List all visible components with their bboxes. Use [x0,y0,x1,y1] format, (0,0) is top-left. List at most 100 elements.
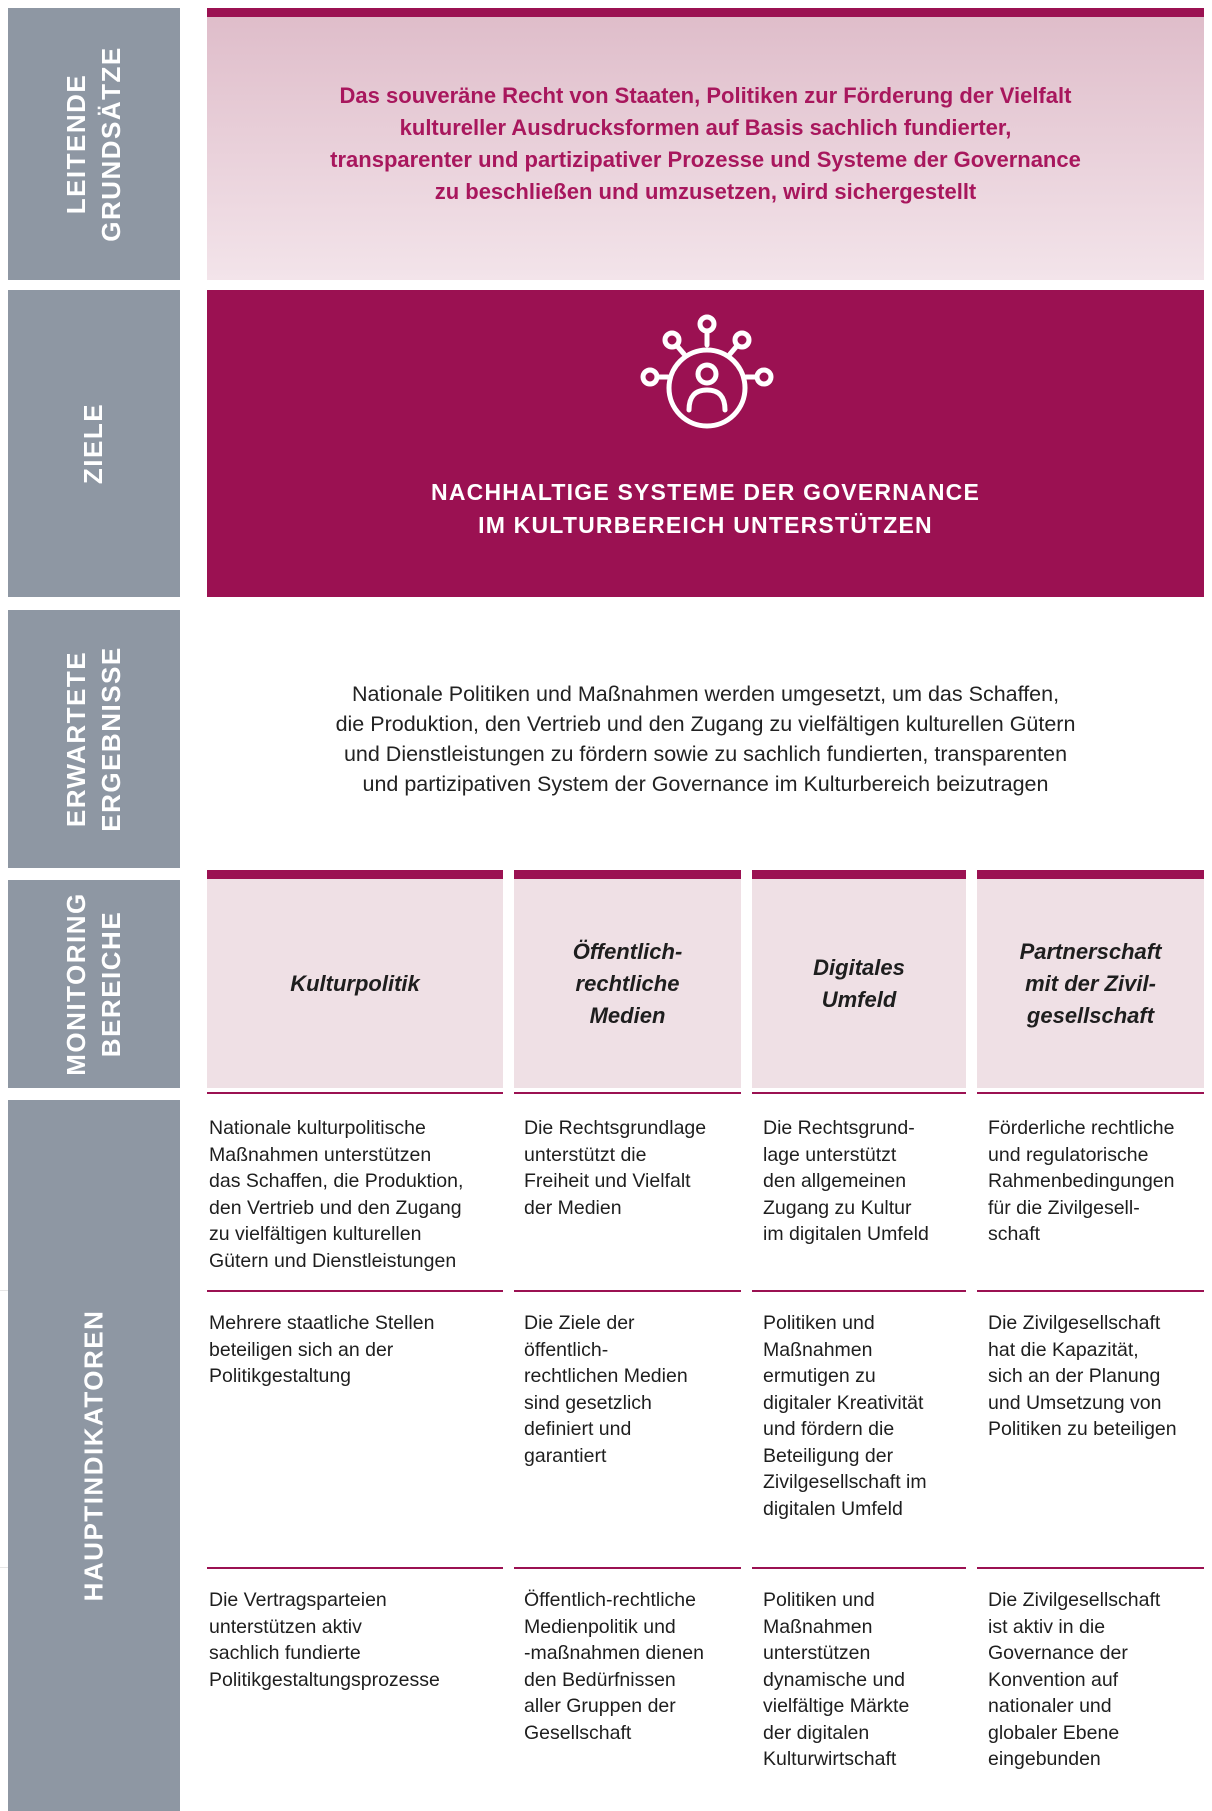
monitoring-area-label: Partnerschaft mit der Zivil-gesellschaft [1020,936,1162,1032]
text-line: mit der Zivil- [1025,970,1156,996]
text-line: Die Rechtsgrund- [763,1117,915,1139]
text-line: dynamische und [763,1668,906,1691]
text-line: Zivilgesellschaft im [763,1471,927,1493]
text-line: öffentlich- [524,1338,609,1361]
text-line: sich an der Planung [988,1365,1161,1387]
text-line: Rahmenbedingungen [988,1170,1175,1192]
text-line: nationaler und [988,1695,1112,1717]
text-line: Governance der [988,1642,1128,1664]
row-divider [207,1290,503,1292]
text-line: der Medien [524,1196,622,1219]
row-divider [752,1290,966,1292]
text-line: Medien [589,1002,666,1028]
text-line: Maßnahmen unterstützen [209,1143,432,1166]
text-line: unterstützen aktiv [209,1615,362,1638]
text-line: Umfeld [821,986,897,1012]
text-line: ZIELE [78,402,109,485]
monitoring-area-cultural-policy: Kulturpolitik [207,870,503,1088]
text-line: Die Zivilgesellschaft [988,1312,1161,1334]
divider [0,1290,8,1291]
text-line: vielfältige Märkte [763,1695,910,1717]
text-line: definiert und [524,1418,632,1440]
text-line: digitaler Kreativität [763,1391,924,1414]
text-line: Öffentlich- [572,938,683,964]
text-line: Die Rechtsgrundlage [524,1117,707,1139]
text-line: Freiheit und Vielfalt [524,1170,691,1192]
text-line: für die Zivilgesell- [988,1196,1140,1219]
text-line: Partnerschaft [1019,938,1162,964]
row-divider [977,1092,1204,1094]
text-line: Die Ziele der [524,1312,635,1334]
guiding-principles-text: Das souveräne Recht von Staaten, Politik… [330,80,1081,208]
text-line: GRUNDSÄTZE [96,46,126,242]
governance-network-icon [640,314,774,429]
text-line: NACHHALTIGE SYSTEME DER GOVERNANCE [431,479,980,505]
text-line: die Produktion, den Vertrieb und den Zug… [335,712,1076,736]
text-line: das Schaffen, die Produktion, [209,1170,464,1192]
text-line: Öffentlich-rechtliche [524,1589,696,1611]
row-divider [207,1567,503,1569]
text-line: eingebunden [988,1748,1101,1770]
text-line: Politikgestaltungsprozesse [209,1668,440,1691]
expected-results-text: Nationale Politiken und Maßnahmen werden… [336,679,1076,799]
row-divider [977,1290,1204,1292]
text-line: ist aktiv in die [988,1615,1106,1638]
text-line: Konvention auf [988,1668,1119,1691]
monitoring-area-label: Kulturpolitik [290,968,420,1000]
text-line: Die Zivilgesellschaft [988,1589,1161,1611]
text-line: Nationale kulturpolitische [209,1117,426,1139]
text-line: garantiert [524,1444,607,1467]
text-line: und regulatorische [988,1143,1149,1166]
text-line: Politiken und [763,1312,875,1334]
text-line: und Umsetzung von [988,1391,1162,1414]
text-line: Maßnahmen [763,1338,873,1361]
text-line: unterstützt die [524,1143,647,1166]
section-label-text: HAUPTINDIKATOREN [77,1310,112,1602]
text-line: Beteiligung der [763,1444,894,1467]
text-line: im digitalen Umfeld [763,1223,929,1245]
row-divider [514,1290,741,1292]
text-line: ermutigen zu [763,1365,876,1387]
text-line: beteiligen sich an der [209,1338,394,1361]
row-divider [514,1567,741,1569]
text-line: Das souveräne Recht von Staaten, Politik… [339,82,1072,108]
text-line: zu vielfältigen kulturellen [209,1223,422,1245]
monitoring-area-civil-society: Partnerschaft mit der Zivil-gesellschaft [977,870,1204,1088]
text-line: aller Gruppen der [524,1695,676,1717]
text-line: kultureller Ausdrucksformen auf Basis sa… [399,114,1012,140]
text-line: lage unterstützt [763,1143,897,1166]
text-line: den Bedürfnissen [524,1668,676,1691]
indicator-cell: Mehrere staatliche Stellen beteiligen sic… [209,1310,434,1390]
text-line: den Vertrieb und den Zugang [209,1196,462,1219]
divider [0,1567,8,1568]
text-line: Mehrere staatliche Stellen [209,1312,435,1334]
text-line: Zugang zu Kultur [763,1196,912,1219]
text-line: rechtlichen Medien [524,1365,688,1387]
text-line: Medienpolitik und [524,1615,676,1638]
section-label-text: ZIELE [76,403,111,484]
text-line: gesellschaft [1026,1002,1155,1028]
row-divider [752,1567,966,1569]
text-line: Gütern und Dienstleistungen [209,1249,457,1272]
text-line: MONITORING [61,892,91,1076]
text-line: Die Vertragsparteien [209,1589,387,1611]
text-line: LEITENDE [61,73,91,215]
